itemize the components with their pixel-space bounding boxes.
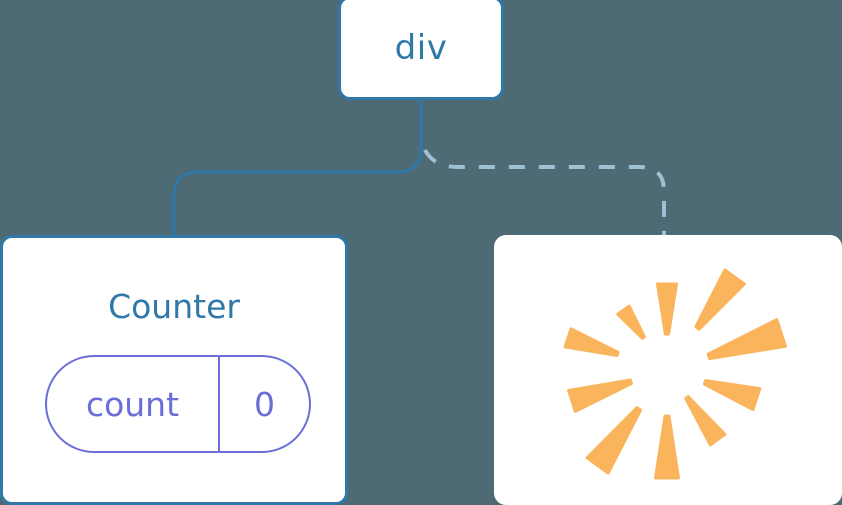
node-counter-label: Counter — [108, 287, 240, 326]
node-render-output[interactable] — [494, 235, 842, 505]
burst-ray-8 — [563, 327, 620, 357]
state-pill-count[interactable]: count 0 — [45, 355, 311, 453]
node-counter[interactable]: Counter count 0 — [0, 235, 348, 505]
burst-ray-9 — [616, 304, 646, 340]
node-div-label: div — [394, 28, 448, 68]
state-pill-value: 0 — [220, 357, 309, 451]
burst-ray-2 — [706, 318, 787, 361]
state-key-label: count — [85, 384, 180, 424]
burst-ray-1 — [694, 268, 746, 331]
edge-div-to-render — [423, 148, 666, 238]
node-div[interactable]: div — [338, 0, 504, 100]
burst-ray-3 — [702, 379, 762, 412]
burst-ray-4 — [684, 395, 727, 447]
burst-ray-6 — [585, 406, 643, 475]
burst-ray-5 — [654, 414, 680, 480]
burst-ray-group — [563, 268, 787, 480]
state-pill-key: count — [47, 357, 220, 451]
burst-ray-0 — [656, 282, 678, 336]
burst-ray-7 — [567, 378, 633, 413]
burst-icon — [563, 268, 787, 480]
state-value-label: 0 — [254, 384, 275, 424]
edge-div-to-counter — [172, 100, 423, 238]
